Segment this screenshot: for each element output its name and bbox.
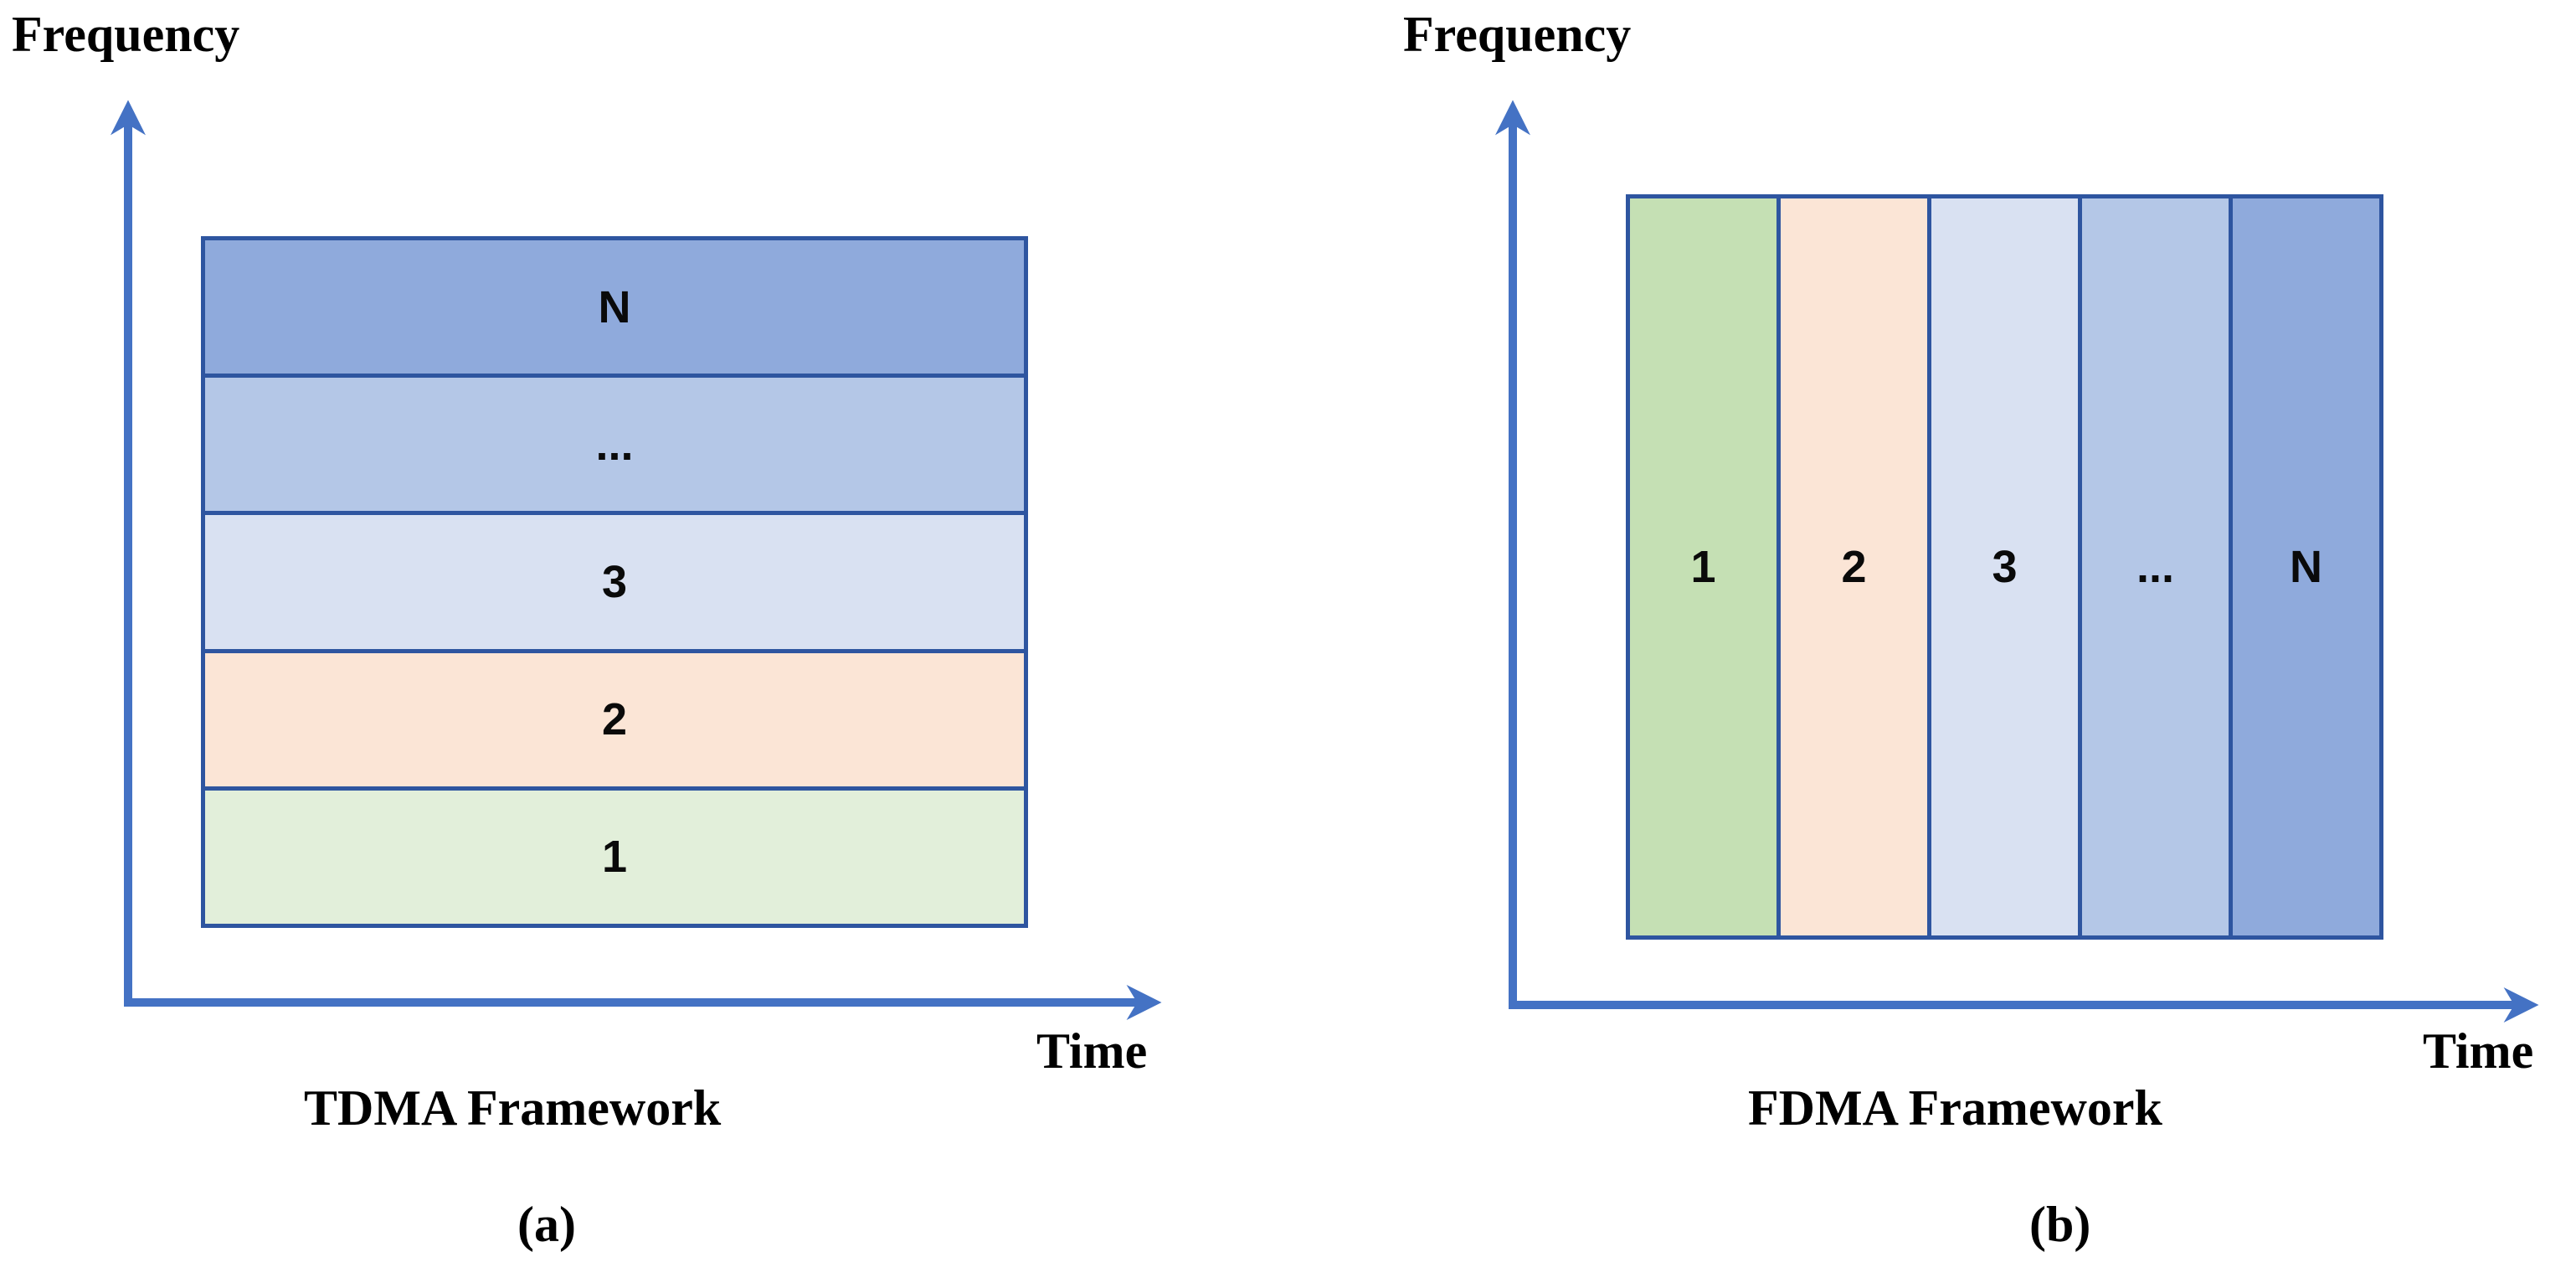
tdma-box: N ... 3 2 1 — [201, 236, 1028, 928]
fdma-slot-3-label: 3 — [1992, 542, 2018, 592]
fdma-slot-ellipsis: ... — [2078, 198, 2229, 935]
fdma-slot-2: 2 — [1776, 198, 1927, 935]
tdma-slot-3: 3 — [205, 511, 1024, 649]
tdma-slot-ellipsis-label: ... — [595, 419, 634, 470]
fdma-slot-1-label: 1 — [1690, 542, 1716, 592]
tdma-frequency-axis-label: Frequency — [12, 7, 240, 62]
fdma-frequency-axis-label: Frequency — [1403, 7, 1632, 62]
fdma-slot-n-label: N — [2290, 542, 2322, 592]
fdma-slot-ellipsis-label: ... — [2136, 542, 2174, 592]
fdma-slot-3: 3 — [1927, 198, 2078, 935]
tdma-slot-n: N — [205, 240, 1024, 374]
tdma-slot-3-label: 3 — [601, 557, 628, 607]
tdma-slot-1: 1 — [205, 786, 1024, 925]
fdma-slot-n: N — [2229, 198, 2379, 935]
tdma-slot-ellipsis: ... — [205, 374, 1024, 512]
fdma-slot-2-label: 2 — [1841, 542, 1867, 592]
tdma-caption: TDMA Framework — [304, 1080, 722, 1136]
fdma-box: 1 2 3 ... N — [1626, 194, 2383, 940]
tdma-slot-2-label: 2 — [601, 694, 628, 745]
fdma-subcaption: (b) — [2029, 1197, 2091, 1252]
tdma-subcaption: (a) — [517, 1197, 576, 1252]
tdma-slot-n-label: N — [598, 281, 631, 332]
tdma-time-axis-label: Time — [1036, 1023, 1148, 1079]
fdma-caption: FDMA Framework — [1748, 1080, 2162, 1136]
tdma-slot-1-label: 1 — [601, 832, 628, 883]
fdma-slot-1: 1 — [1630, 198, 1776, 935]
tdma-slot-2: 2 — [205, 648, 1024, 786]
fdma-time-axis-label: Time — [2423, 1023, 2534, 1079]
